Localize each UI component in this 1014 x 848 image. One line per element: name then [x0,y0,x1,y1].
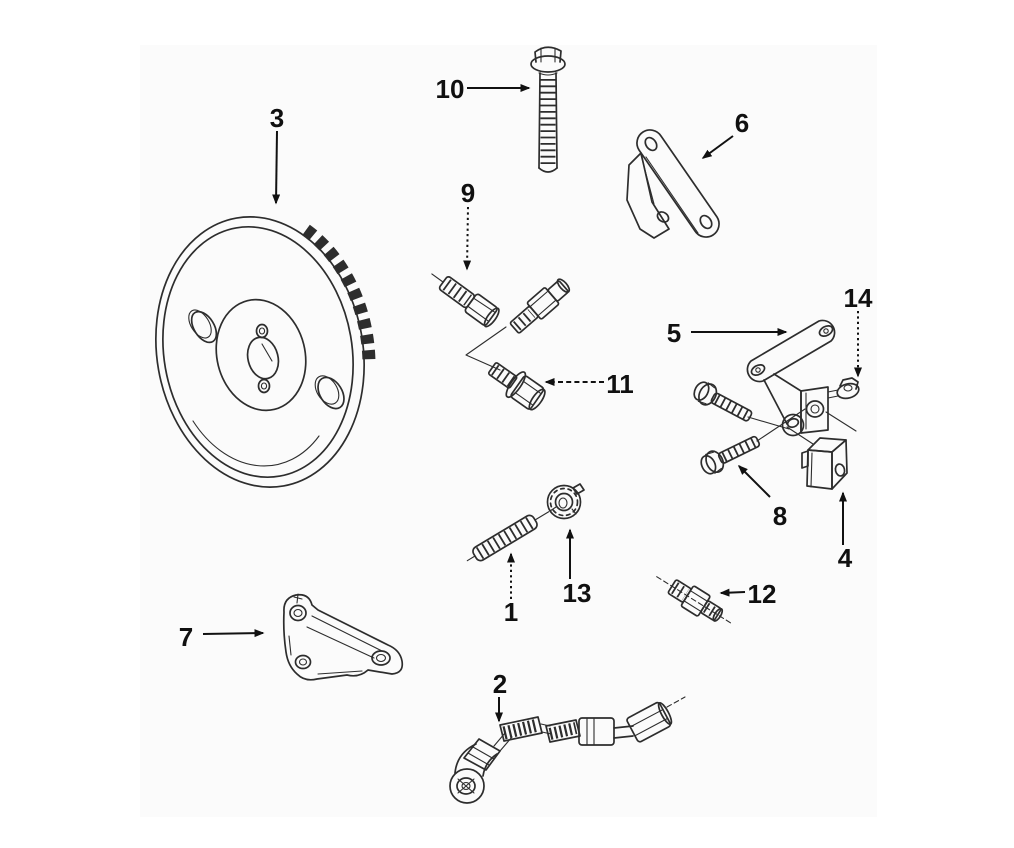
part-mounting-bracket [746,319,857,445]
part-hose-assembly [449,696,686,804]
callout-5: 5 [667,318,788,348]
callout-7: 7 [179,622,265,652]
callout-14-label: 14 [844,283,873,313]
callout-14: 14 [844,283,873,378]
part-flange-bolts [691,378,806,477]
callout-1-label: 1 [504,597,518,627]
part-long-bolt [530,46,566,173]
callout-11: 11 [544,369,634,399]
callout-2: 2 [493,669,507,723]
part-clamp-bracket [282,593,404,681]
part-flange-nut [836,377,860,400]
scan-area [140,45,877,817]
callout-5-label: 5 [667,318,681,348]
callout-10: 10 [436,74,531,104]
callout-4: 4 [838,491,853,573]
part-lock-nut [546,483,585,520]
callout-3-label: 3 [270,103,284,133]
callout-2-label: 2 [493,669,507,699]
part-fitting-12 [656,576,732,624]
callout-7-label: 7 [179,622,193,652]
part-support-bracket [626,129,720,239]
callout-13: 13 [563,528,592,608]
callout-13-label: 13 [563,578,592,608]
callout-8-label: 8 [773,501,787,531]
part-fitting-11 [487,362,546,411]
callout-6: 6 [701,108,749,159]
callout-1: 1 [504,552,518,627]
callout-7-arrow [202,629,265,638]
part-gear [155,216,376,488]
part-spacer-block [801,437,848,490]
callout-6-arrow [701,135,734,159]
callout-9: 9 [461,178,475,271]
callout-12-label: 12 [748,579,777,609]
callout-8-arrow [737,464,771,498]
callout-12-arrow [719,588,746,597]
part-threaded-stud [466,511,550,562]
callout-3: 3 [270,103,284,205]
callout-4-label: 4 [838,543,853,573]
part-fitting-pair [431,273,571,371]
callout-6-label: 6 [735,108,749,138]
callout-12: 12 [719,579,777,609]
callout-11-label: 11 [606,369,634,399]
callout-8: 8 [737,464,787,531]
callout-3-arrow [272,130,281,205]
callout-10-label: 10 [436,74,465,104]
callout-9-label: 9 [461,178,475,208]
